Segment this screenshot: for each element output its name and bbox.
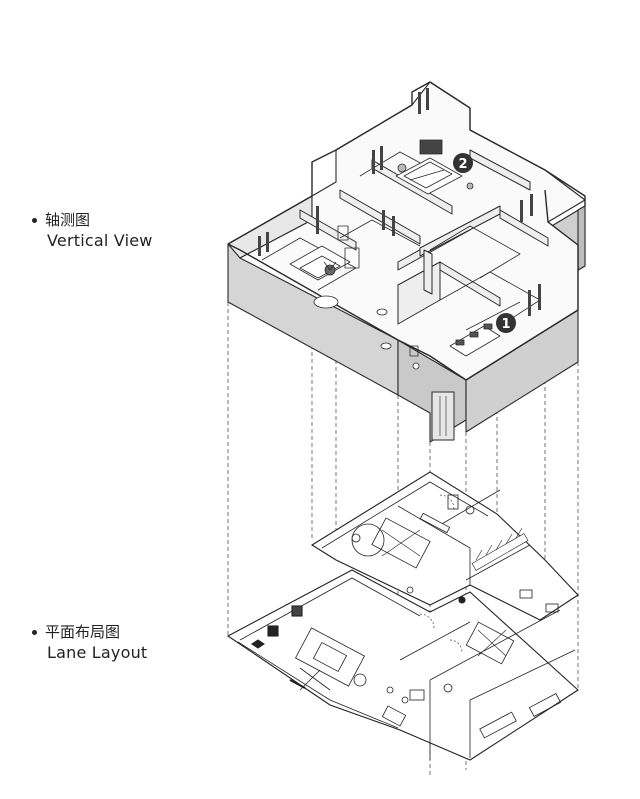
floor-plan-upper	[310, 471, 579, 621]
bullet-icon	[32, 217, 37, 223]
marker-2-label: 2	[458, 157, 467, 172]
label-vertical-en: Vertical View	[47, 231, 153, 250]
label-vertical-view: 轴测图 Vertical View	[32, 210, 153, 252]
floor-plan-lower	[226, 569, 579, 761]
marker-1-label: 1	[501, 317, 510, 332]
label-lane-en: Lane Layout	[47, 643, 148, 662]
label-lane-zh: 平面布局图	[45, 623, 121, 641]
bullet-icon	[32, 629, 37, 635]
marker-2: 2	[453, 153, 473, 173]
marker-1: 1	[496, 313, 516, 333]
label-lane-layout: 平面布局图 Lane Layout	[32, 622, 147, 664]
label-vertical-zh: 轴测图	[45, 211, 91, 229]
axonometric-model	[227, 81, 586, 443]
